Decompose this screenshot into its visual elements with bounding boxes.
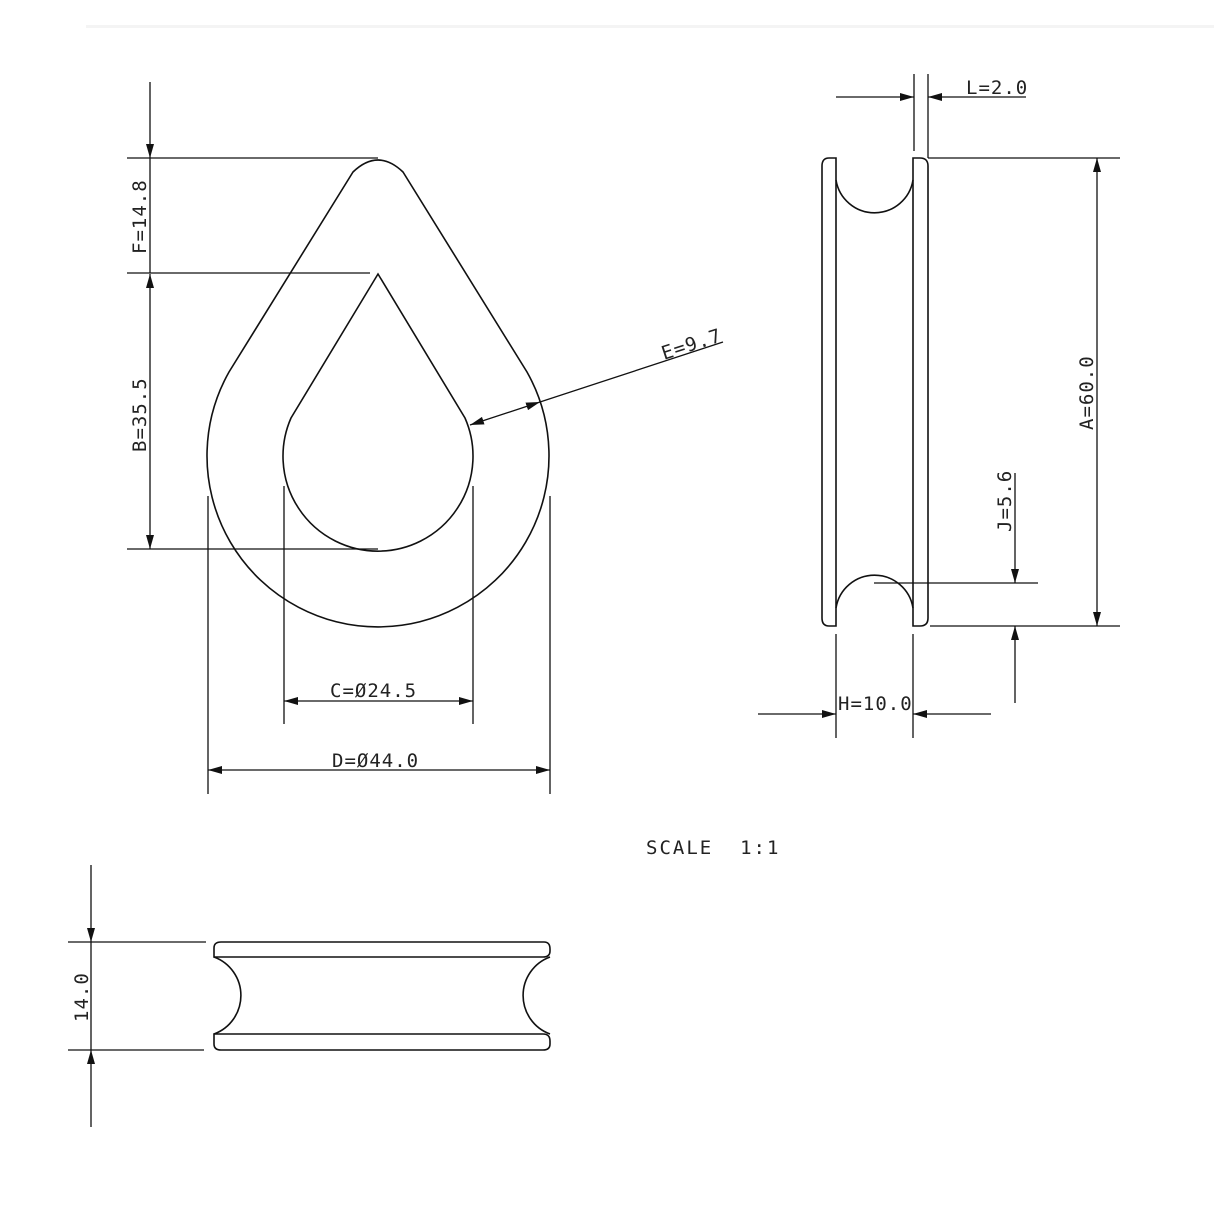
top-view [213,941,551,1051]
outer-profile [206,159,550,628]
dimension-J: J=5.6 [874,470,1038,703]
dim-label-B: B=35.5 [129,377,151,452]
dimension-C: C=Ø24.5 [283,486,474,724]
dimension-D: D=Ø44.0 [207,496,551,794]
dimension-E: E=9.7 [469,325,725,426]
dimension-thickness: 14.0 [68,865,206,1127]
dim-label-C: C=Ø24.5 [330,680,417,702]
front-view [206,159,550,628]
dimension-B: B=35.5 [127,274,378,550]
dimension-L: L=2.0 [836,74,1028,158]
left-flange [821,157,837,627]
dim-label-L: L=2.0 [966,77,1028,99]
scale-label: SCALE 1:1 [646,837,780,859]
dim-label-J: J=5.6 [994,470,1016,532]
right-flange [912,157,929,627]
dimension-H: H=10.0 [758,634,991,738]
dim-label-F: F=14.8 [129,179,151,254]
dim-label-thickness: 14.0 [71,972,93,1022]
side-view [821,157,929,627]
dim-label-E: E=9.7 [659,325,725,365]
dim-label-A: A=60.0 [1076,355,1098,430]
dimension-F: F=14.8 [127,82,378,274]
inner-profile [282,272,474,552]
dim-label-H: H=10.0 [838,693,913,715]
top-border-line [86,25,1214,28]
dimension-A: A=60.0 [928,157,1120,627]
dim-label-D: D=Ø44.0 [332,750,419,772]
